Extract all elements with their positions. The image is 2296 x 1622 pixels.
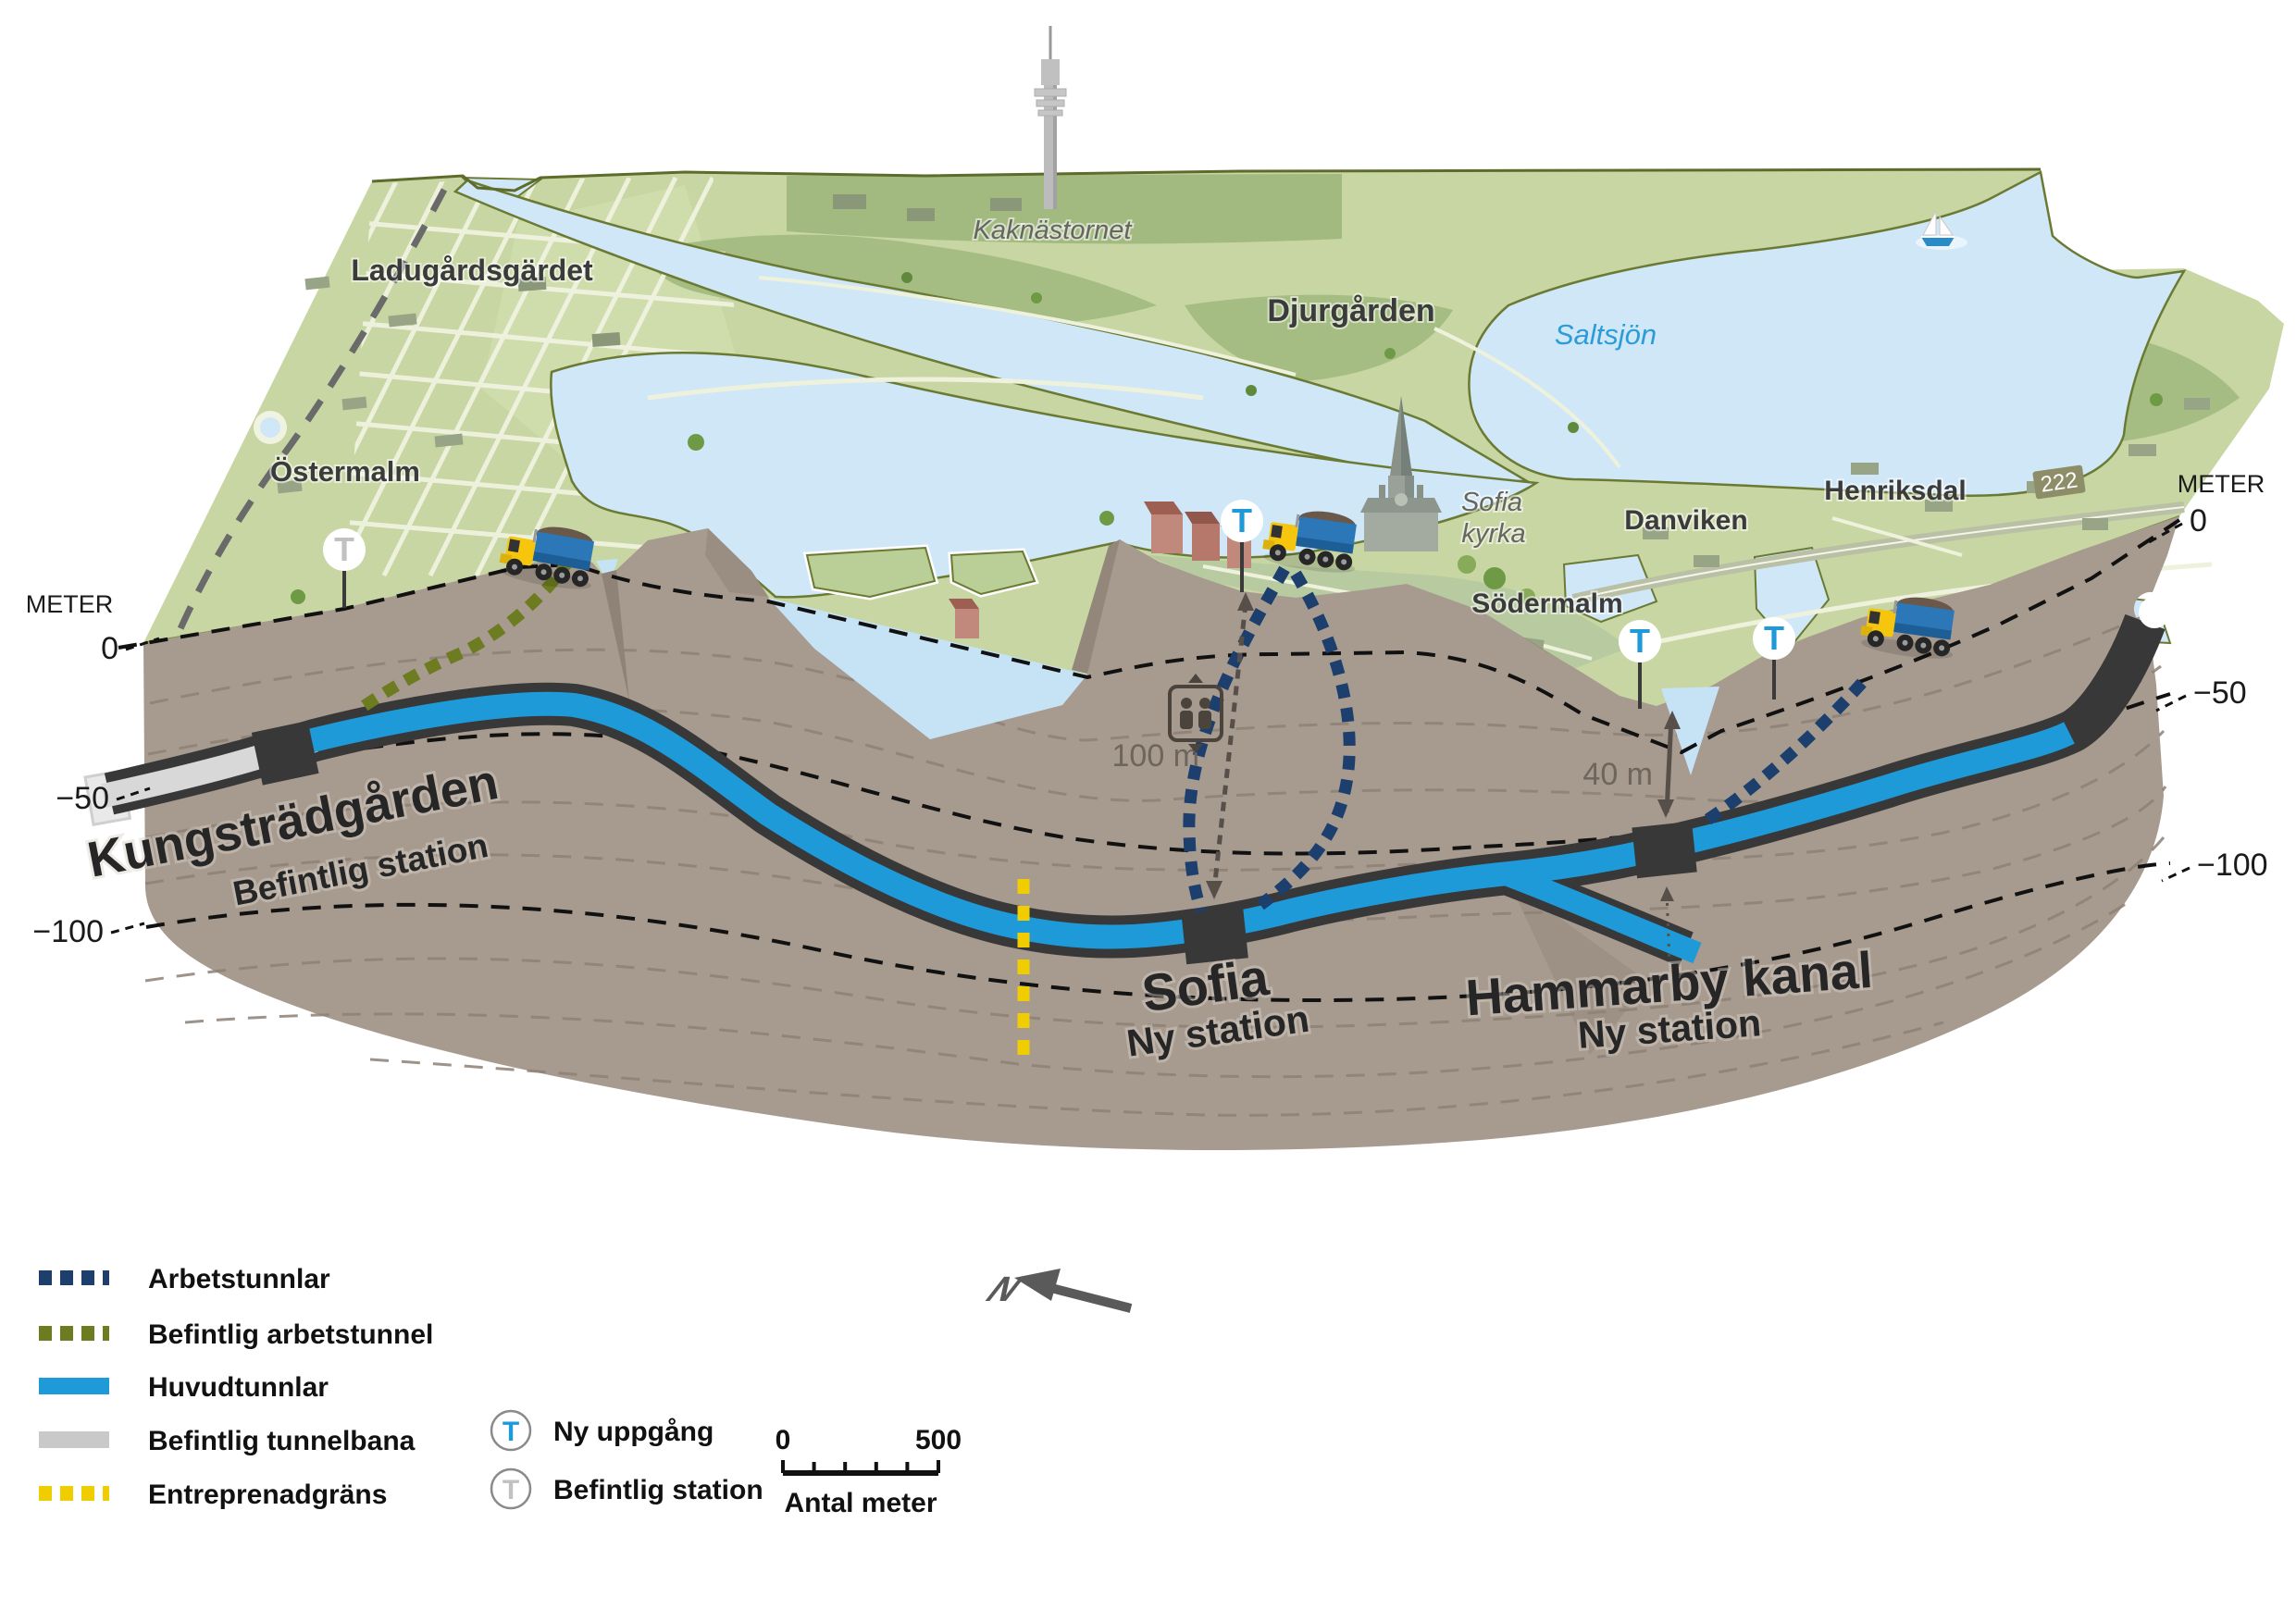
label-sofia-kyrka-1: Sofia <box>1461 488 1522 517</box>
legend-label-huvudtunnlar: Huvudtunnlar <box>148 1372 329 1403</box>
hill-shading <box>705 528 768 597</box>
legend-ny-uppgang: T Ny uppgång <box>490 1409 714 1452</box>
hammarby-label-connector <box>1665 892 1671 963</box>
island-1 <box>805 546 937 599</box>
right-portal-notch <box>2139 597 2170 628</box>
t-letter: T <box>1764 619 1784 657</box>
scale-caption: Antal meter <box>784 1488 937 1518</box>
work-tunnel-hammarby <box>1701 678 1867 827</box>
t-marker-ostermalm: T <box>323 528 366 608</box>
legend-label-befintlig-tunnelbana: Befintlig tunnelbana <box>148 1426 416 1456</box>
t-letter: T <box>334 530 354 568</box>
sodermalm-tint <box>1148 555 1629 669</box>
surface-map <box>143 167 2284 740</box>
map-top-edge <box>371 167 2042 192</box>
road-badge-222: 222 <box>2032 464 2086 500</box>
legend-label-befintlig-arbetstunnel: Befintlig arbetstunnel <box>148 1319 433 1350</box>
north-label: N <box>976 1270 1032 1309</box>
scale-start: 0 <box>776 1425 791 1455</box>
existing-work-tunnel <box>359 556 575 712</box>
elevator-icon <box>1168 674 1223 753</box>
brick-buildings <box>949 501 1251 638</box>
kaknastornet-tower <box>1034 26 1067 209</box>
depth-right-0: 0 <box>2190 503 2207 539</box>
label-ladugardsgardet: Ladugårdsgärdet <box>351 254 593 287</box>
scale-end: 500 <box>915 1425 962 1455</box>
depth-right-100: −100 <box>2197 848 2268 883</box>
station-box-sofia <box>1181 905 1248 965</box>
t-letter: T <box>503 1475 519 1505</box>
rock-mass <box>143 516 2179 1150</box>
scale-bar: 0 500 Antal meter <box>776 1425 962 1518</box>
t-letter: T <box>1630 622 1650 660</box>
existing-metro-map-line <box>168 188 448 650</box>
station-box-hammarby <box>1632 821 1697 879</box>
karlaplan-pond <box>260 417 280 438</box>
label-sofia-kyrka-2: kyrka <box>1461 519 1525 549</box>
sofia-depth-label: 100 m <box>1112 738 1200 774</box>
depth-scale-left: METER 0 −50 −100 <box>26 590 160 949</box>
legend-label-befintlig-station: Befintlig station <box>553 1475 763 1505</box>
label-saltsjon: Saltsjön <box>1555 318 1657 351</box>
depth-left-0: 0 <box>101 631 118 666</box>
label-danviken: Danviken <box>1624 505 1747 536</box>
t-letter: T <box>1232 501 1252 539</box>
work-tunnel-sofia-right <box>1257 570 1356 910</box>
water-wedge-central <box>768 598 1087 739</box>
tunnels <box>83 556 2170 1055</box>
legend-label-entreprenadgrans: Entreprenadgräns <box>148 1480 387 1510</box>
label-kaknastornet: Kaknästornet <box>974 216 1134 245</box>
water-wedge-small <box>596 559 618 585</box>
hammarby-depth-line <box>1664 716 1674 813</box>
legend-label-ny-uppgang: Ny uppgång <box>553 1417 714 1447</box>
depth-scale-right: METER 0 −50 −100 <box>2148 470 2268 883</box>
legend-befintlig-station: T Befintlig station <box>490 1467 763 1510</box>
water-saltsjon <box>1468 170 2187 497</box>
label-djurgarden: Djurgården <box>1267 293 1434 328</box>
island-2 <box>949 550 1036 596</box>
label-ostermalm: Östermalm <box>270 455 420 488</box>
forest-djurgarden-2 <box>1185 294 1453 381</box>
sofia-kyrka-church <box>1360 396 1442 551</box>
crevice <box>602 570 629 701</box>
station-box-kungstradgarden <box>251 720 319 786</box>
road-badge-text: 222 <box>2039 467 2079 497</box>
label-sodermalm: Södermalm <box>1471 588 1622 619</box>
north-arrow: N <box>976 1269 1133 1313</box>
water-wedge-danviken <box>1661 687 1719 775</box>
branch-shading <box>1508 881 1649 1055</box>
depth-line-100 <box>145 861 2171 1003</box>
measurements: 100 m 40 m <box>1112 592 1681 963</box>
branch-tunnel-blue <box>1504 864 1702 964</box>
surface-objects: T T T T <box>323 26 1967 709</box>
depth-left-50: −50 <box>56 781 109 816</box>
depth-left-title: METER <box>26 590 114 618</box>
cliff-shading <box>1072 539 1120 674</box>
sofia-depth-line <box>1211 602 1248 891</box>
sailboat <box>1916 210 1967 250</box>
depth-left-100: −100 <box>32 914 104 949</box>
depth-right-title: METER <box>2178 470 2265 498</box>
t-marker-sodermalm-east: T <box>1619 620 1661 709</box>
depth-right-50: −50 <box>2193 675 2247 711</box>
hammarby-depth-label: 40 m <box>1582 757 1653 792</box>
depth-line-0 <box>118 518 2181 755</box>
legend: Arbetstunnlar Befintlig arbetstunnel Huv… <box>39 1264 763 1510</box>
t-letter: T <box>503 1417 519 1447</box>
t-marker-sofia: T <box>1221 500 1263 592</box>
legend-label-arbetstunnlar: Arbetstunnlar <box>148 1264 330 1294</box>
label-henriksdal: Henriksdal <box>1824 476 1966 506</box>
forest-north <box>787 174 1342 244</box>
t-marker-danviken: T <box>1753 617 1795 700</box>
map-labels: Ladugårdsgärdet Kaknästornet Djurgården … <box>268 214 2086 621</box>
trees <box>291 272 2163 605</box>
